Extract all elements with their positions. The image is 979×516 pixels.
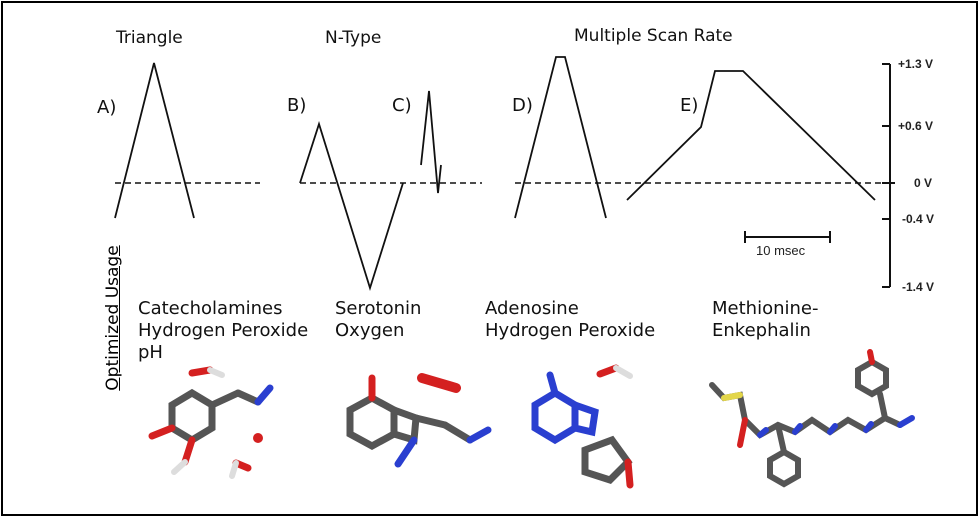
analyte-line: Oxygen [335,320,405,341]
analyte-enkephalin: Methionine- Enkephalin [712,298,818,342]
axis-tick-label: 0 V [914,176,933,190]
axis-tick-label: +1.3 V [898,57,934,71]
waveform-d [514,56,607,219]
voltage-axis [882,63,895,288]
axis-tick-label: -0.4 V [902,212,935,226]
scale-bar-label: 10 msec [756,243,806,258]
analyte-adenosine: Adenosine Hydrogen Peroxide [485,298,655,342]
enkephalin-molecule [709,349,915,488]
scale-bar [744,231,831,243]
analyte-line: Hydrogen Peroxide [485,320,656,341]
analyte-line: pH [138,342,163,363]
waveform-triangle [114,62,195,219]
analyte-line: Enkephalin [712,320,811,341]
panel-label-e: E) [680,95,699,116]
analyte-serotonin: Serotonin Oxygen [335,298,421,342]
waveform-n-type [299,121,404,292]
axis-tick-label: -1.4 V [902,280,935,294]
analyte-line: Methionine- [712,298,819,319]
adenosine-molecule [531,364,634,489]
panel-label-d: D) [512,95,533,116]
analyte-catecholamines: Catecholamines Hydrogen Peroxide pH [138,298,308,364]
title-multiple-scan-rate: Multiple Scan Rate [574,26,733,46]
optimized-usage-label: Optimized Usage [103,245,123,391]
analyte-line: Adenosine [485,298,579,319]
title-n-type: N-Type [325,28,382,48]
catecholamine-molecule [148,366,274,479]
analyte-line: Serotonin [335,298,422,319]
panel-label-a: A) [97,97,117,118]
panel-label-c: C) [392,95,412,116]
waveform-c [420,90,442,194]
title-triangle: Triangle [116,28,183,48]
serotonin-molecule [346,373,492,468]
analyte-line: Hydrogen Peroxide [138,320,309,341]
panel-label-b: B) [287,95,307,116]
axis-tick-label: +0.6 V [898,119,934,133]
waveform-e [626,70,876,201]
analyte-line: Catecholamines [138,298,283,319]
